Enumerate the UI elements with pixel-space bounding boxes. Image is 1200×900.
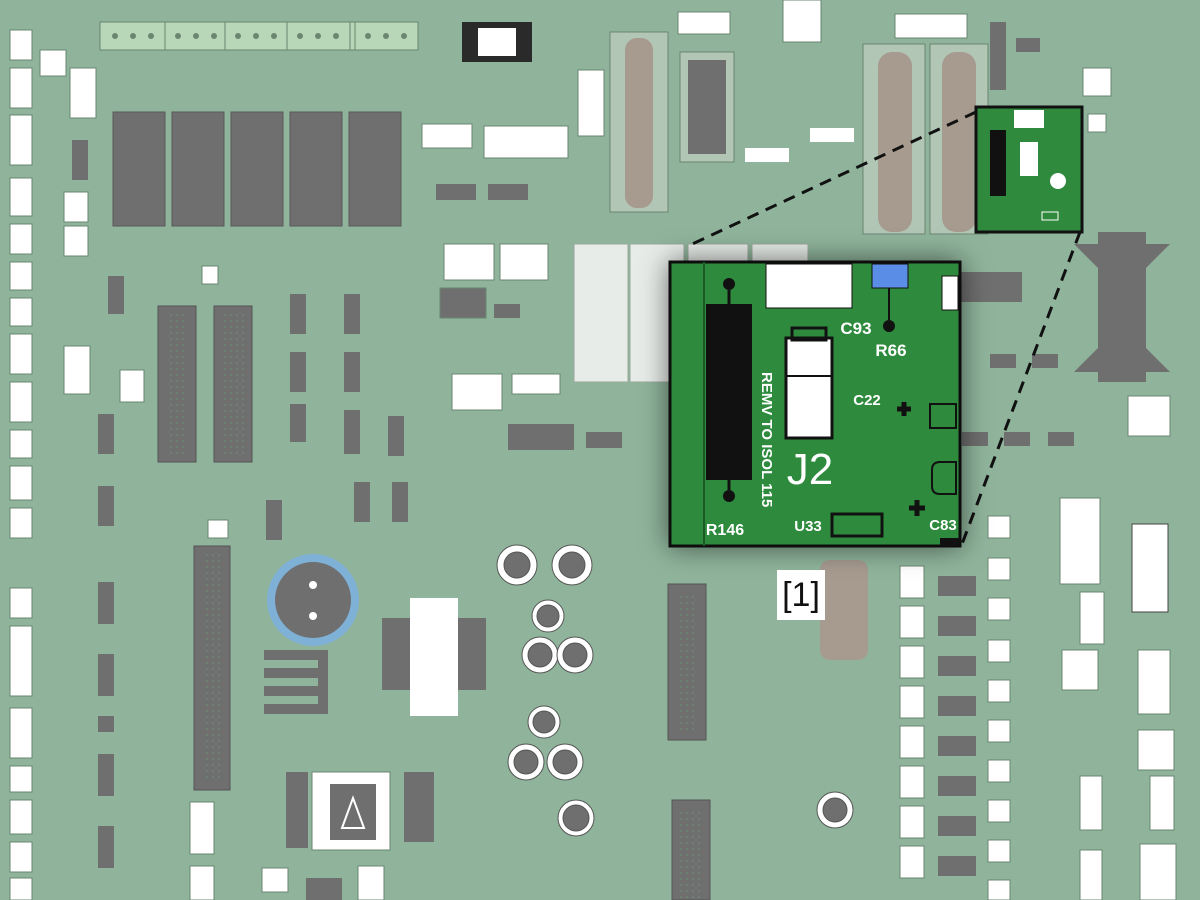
power-connector-socket <box>478 28 516 56</box>
resistor-top <box>990 22 1006 90</box>
top-connectors <box>39 0 1112 159</box>
callout-label: [1] <box>777 570 825 620</box>
dashed-leader-lines <box>687 110 1082 545</box>
transformer <box>382 598 486 716</box>
top-terminal-blocks <box>99 21 419 51</box>
small-capacitors <box>496 544 854 837</box>
j2-label: J2 <box>787 445 833 494</box>
right-heatsink <box>1074 232 1170 382</box>
r146-label: R146 <box>706 522 744 539</box>
c22-label: C22 <box>853 392 881 409</box>
zoom-detail-panel: J2 C93 R66 C22 R146 U33 C83 REMV TO ISOL… <box>668 260 962 548</box>
ribbon-headers <box>157 305 711 900</box>
r66-label: R66 <box>875 341 906 360</box>
c83-label: C83 <box>929 517 957 534</box>
j2-connector-body <box>706 304 752 480</box>
u33-label: U33 <box>794 518 822 535</box>
relay-bank <box>112 111 402 227</box>
isolation-note: REMV TO ISOL 115 <box>758 372 775 507</box>
left-edge-connectors <box>9 29 33 900</box>
resistor-column <box>820 515 1011 900</box>
small-ics <box>72 140 1022 900</box>
pcb-highlight-box <box>974 105 1084 234</box>
center-connectors <box>63 191 561 900</box>
ic-large <box>311 771 391 851</box>
right-transistors <box>962 38 1074 446</box>
c93-label: C93 <box>840 319 871 338</box>
large-capacitor <box>267 554 359 646</box>
heatsink-left <box>264 650 328 714</box>
right-connectors <box>1059 395 1177 900</box>
